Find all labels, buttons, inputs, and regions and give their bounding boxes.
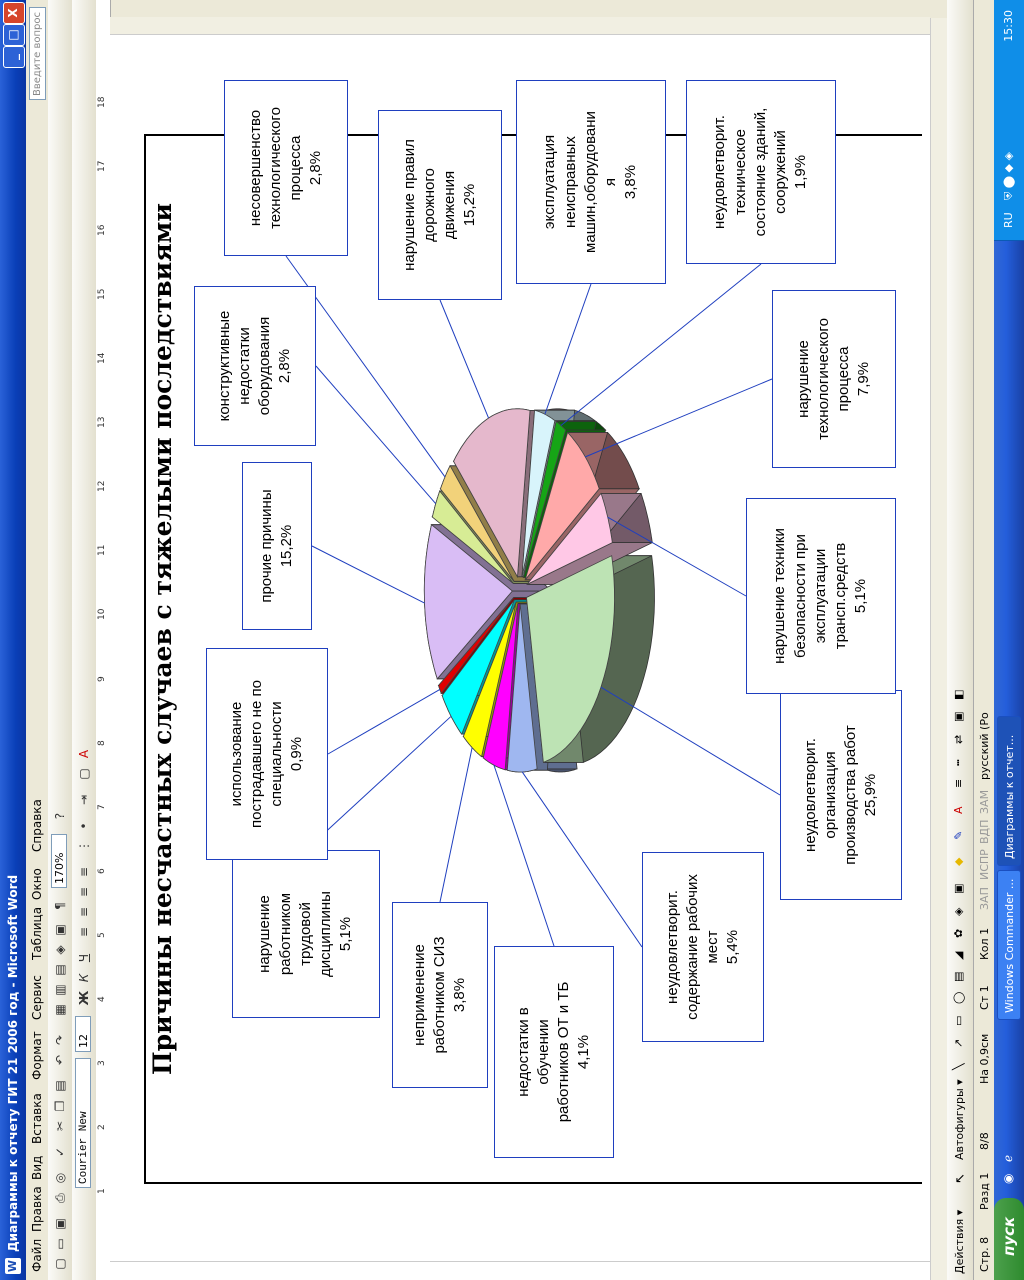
leader-line (327, 689, 441, 755)
task-windows-commander[interactable]: Windows Commander ... (997, 870, 1021, 1020)
label-training: недостатки в обучении работников ОТ и ТБ… (494, 946, 614, 1158)
label-specialty: использование пострадавшего не по специа… (206, 648, 328, 860)
leader-line (305, 715, 452, 851)
status-column: Кол 1 (978, 927, 991, 960)
ellipse-icon[interactable]: ◯ (952, 991, 965, 1004)
actions-menu[interactable]: Действия ▾ (953, 1209, 966, 1274)
status-line: Ст 1 (978, 985, 991, 1010)
textbox-icon[interactable]: ▤ (952, 971, 965, 982)
label-workplaces: неудовлетворит. содержание рабочих мест … (642, 852, 764, 1042)
font-color-draw-icon[interactable]: A (952, 806, 965, 814)
status-ovr[interactable]: ЗАМ (978, 789, 991, 814)
label-faulty-machines: эксплуатация неисправных машин,оборудова… (516, 80, 666, 284)
slice-faulty-machines-top (521, 409, 556, 577)
line-icon[interactable]: ╲ (952, 1063, 965, 1070)
3d-icon[interactable]: ◧ (952, 689, 965, 700)
status-pages: 8/8 (978, 1132, 991, 1150)
status-bar: Стр. 8 Разд 1 8/8 На 0,9см Ст 1 Кол 1 ЗА… (973, 0, 995, 1280)
status-trk[interactable]: ИСПР (978, 849, 991, 880)
browser-icon[interactable]: ℯ (1001, 1154, 1015, 1162)
label-ppe: неприменение работником СИЗ 3,8% (392, 902, 488, 1088)
status-language: русский (Ро (978, 712, 991, 780)
leader-line (493, 764, 555, 947)
label-buildings: неудовлетворит. техническое состояние зд… (686, 80, 836, 264)
label-transport-safety: нарушение техники безопасности при экспл… (746, 498, 896, 694)
picture-icon[interactable]: ▣ (952, 883, 965, 894)
system-tray: RU ⛨ ⬤ ◆ ◈ 15:30 (994, 0, 1024, 241)
leader-line (521, 771, 643, 948)
language-indicator[interactable]: RU (1002, 212, 1015, 228)
leader-line (315, 365, 437, 505)
label-process-violation: нарушение технологического процесса 7,9% (772, 290, 896, 468)
slice-traffic-top (453, 408, 531, 579)
label-traffic: нарушение правил дорожного движения 15,2… (378, 110, 502, 300)
fill-color-icon[interactable]: ◆ (952, 857, 965, 866)
leader-line (600, 686, 781, 796)
label-organization: неудовлетворит. организация производства… (780, 690, 902, 900)
label-equipment-design: конструктивные недостатки оборудования 2… (194, 286, 316, 446)
line-style-icon[interactable]: ≡ (952, 778, 965, 788)
line-color-icon[interactable]: ✎ (952, 830, 965, 840)
slice-training-top (482, 603, 519, 771)
quicklaunch-icon[interactable]: ◉ (1001, 1173, 1015, 1184)
drawing-toolbar: Действия ▾ ↖ Автофигуры ▾ ╲ ↗ ▭ ◯ ▤ ◢ ✿ … (947, 0, 973, 1280)
slice-process-imperfection-top (440, 464, 515, 582)
leader-line (560, 263, 762, 426)
clock: 15:30 (1002, 10, 1015, 42)
slice-discipline-top (441, 599, 515, 735)
leader-line (311, 545, 425, 604)
label-other: прочие причины 15,2% (242, 462, 312, 630)
label-discipline: нарушение работником трудовой дисциплины… (232, 850, 380, 1018)
label-process-imperfection: несовершенство технологического процесса… (224, 80, 348, 256)
autoshapes-menu[interactable]: Автофигуры ▾ (953, 1079, 966, 1160)
start-button[interactable]: пуск (994, 1198, 1024, 1280)
leader-line (585, 378, 773, 458)
status-page: Стр. 8 (978, 1236, 991, 1272)
slice-buildings-top (522, 420, 567, 578)
pointer-icon[interactable]: ↖ (953, 1173, 968, 1184)
slice-specialty-top (438, 597, 514, 695)
diagram-icon[interactable]: ✿ (952, 928, 965, 938)
status-rec[interactable]: ЗАП (978, 887, 991, 910)
shadow-icon[interactable]: ▣ (952, 711, 965, 722)
dash-style-icon[interactable]: ┅ (952, 759, 965, 766)
leader-line (544, 283, 592, 415)
taskbar: пуск ◉ ℯ Windows Commander ... Диаграммы… (994, 0, 1024, 1280)
tray-icons[interactable]: ⛨ ⬤ ◆ ◈ (1002, 152, 1015, 200)
rectangle-icon[interactable]: ▭ (952, 1015, 965, 1026)
status-position: На 0,9см (978, 1033, 991, 1084)
status-section: Разд 1 (978, 1172, 991, 1210)
status-ext[interactable]: ВДП (978, 819, 991, 844)
leader-line (439, 747, 473, 903)
arrow-style-icon[interactable]: ⇄ (952, 734, 965, 744)
leader-line (439, 299, 490, 419)
arrow-icon[interactable]: ↗ (952, 1038, 965, 1048)
task-word-document[interactable]: Диаграммы к отчет... (997, 716, 1021, 866)
leader-line (607, 516, 747, 597)
clipart-icon[interactable]: ◈ (952, 907, 965, 916)
wordart-icon[interactable]: ◢ (952, 951, 965, 960)
